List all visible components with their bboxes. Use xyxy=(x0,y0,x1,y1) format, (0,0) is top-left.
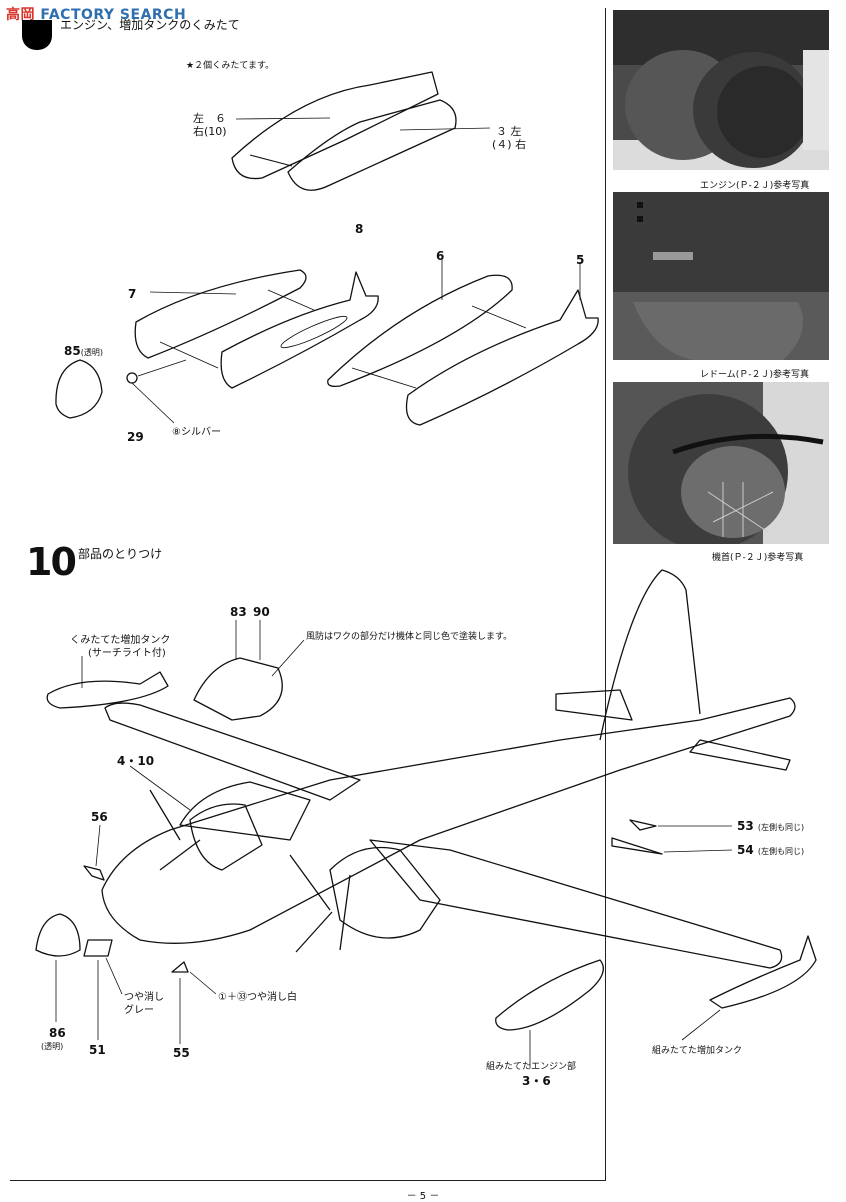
label-part-8: 8 xyxy=(355,222,364,236)
part-54 xyxy=(611,837,663,855)
nose-dome-86 xyxy=(35,913,81,957)
label-part-51: 51 xyxy=(89,1043,106,1057)
tank-half-5 xyxy=(405,289,599,426)
step-10-number: 10 xyxy=(26,540,77,584)
label-part-55: 55 xyxy=(173,1046,190,1060)
nacelle-half-right xyxy=(287,99,457,191)
part-85-lens xyxy=(55,359,103,419)
label-part-6: 6 xyxy=(436,249,445,263)
label-part-29: 29 xyxy=(127,430,144,444)
part-51 xyxy=(83,939,113,957)
watermark: 高岡 FACTORY SEARCH xyxy=(6,7,187,23)
photo-radome-image xyxy=(613,192,829,360)
aircraft-canopy xyxy=(189,803,263,871)
canopy-note: 風防はワクの部分だけ機体と同じ色で塗装します。 xyxy=(306,632,513,642)
nacelle-half-left xyxy=(231,71,439,180)
label-part-5: 5 xyxy=(576,253,585,267)
label-part-54: 54 (左側も同じ) xyxy=(737,843,805,857)
aircraft-fuselage xyxy=(101,697,796,944)
photo-nose-image xyxy=(613,382,829,544)
aircraft-propeller-left xyxy=(149,789,201,871)
label-left-6: 左 ６ xyxy=(193,112,226,125)
label-part-4: (４) 右 xyxy=(492,138,527,151)
photo-engine-image xyxy=(613,10,829,170)
photo-radome xyxy=(613,192,829,360)
step-9-heading: エンジン、増加タンクのくみたて xyxy=(60,18,240,32)
tank-half-8 xyxy=(220,271,379,389)
label-tank-right: 組みたてた増加タンク xyxy=(652,1046,743,1056)
page-frame xyxy=(10,8,606,1181)
page-number: － 5 － xyxy=(406,1191,440,1202)
step-9-badge xyxy=(22,20,52,50)
part-55 xyxy=(171,961,189,973)
tank-half-7 xyxy=(134,269,307,359)
step-10-heading: 部品のとりつけ xyxy=(78,547,163,561)
aircraft-tailplane xyxy=(555,689,633,721)
step-9-note: ★２個くみたてます。 xyxy=(186,61,275,71)
engine-assembly-3-6 xyxy=(495,959,604,1031)
part-29 xyxy=(126,372,138,384)
label-flat-grey-1: つや消し xyxy=(124,992,164,1003)
label-part-56: 56 xyxy=(91,810,108,824)
label-tank-1: くみたてた増加タンク xyxy=(70,635,171,646)
aircraft-nacelle-left xyxy=(179,781,311,841)
aircraft-wing-left xyxy=(104,702,361,801)
windshield-83-90 xyxy=(193,657,283,721)
photo-nose xyxy=(613,382,829,544)
label-part-3: ３ 左 xyxy=(496,125,522,138)
label-part-86: 86 xyxy=(49,1026,66,1040)
wing-tip-tank-right xyxy=(709,935,817,1009)
label-part-86-note: (透明) xyxy=(41,1042,64,1051)
aircraft-wing-right xyxy=(369,839,783,969)
photo-radome-caption: レドーム(Ｐ-２Ｊ)参考写真 xyxy=(700,370,810,380)
label-flat-grey-2: グレー xyxy=(124,1005,154,1016)
part-56 xyxy=(83,865,105,881)
aircraft-propeller-right xyxy=(289,854,351,953)
aircraft-tail-fin xyxy=(599,569,701,741)
label-silver: ⑧シルバー xyxy=(172,427,221,438)
part-53 xyxy=(629,819,657,831)
label-part-4-10: 4・10 xyxy=(117,754,155,768)
label-part-7: 7 xyxy=(128,287,137,301)
tank-half-6 xyxy=(327,274,513,388)
label-flat-white: ①＋㉝つや消し白 xyxy=(218,992,297,1003)
label-part-3-6: 3・6 xyxy=(522,1074,551,1088)
label-part-90: 90 xyxy=(253,605,270,619)
photo-engine xyxy=(613,10,829,170)
aircraft-tailplane-right xyxy=(689,739,791,771)
aircraft-nacelle-right xyxy=(329,846,441,939)
label-part-85: 85(透明) xyxy=(64,344,103,358)
photo-nose-caption: 機首(Ｐ-２Ｊ)参考写真 xyxy=(712,553,804,563)
label-right-10: 右(10) xyxy=(193,125,227,138)
wing-tip-tank-left xyxy=(46,671,169,709)
label-engine-assembly: 組みたてたエンジン部 xyxy=(486,1062,577,1072)
label-tank-2: (サーチライト付) xyxy=(88,648,166,659)
label-part-53: 53 (左側も同じ) xyxy=(737,819,805,833)
label-part-83: 83 xyxy=(230,605,247,619)
photo-engine-caption: エンジン(Ｐ-２Ｊ)参考写真 xyxy=(700,181,810,191)
